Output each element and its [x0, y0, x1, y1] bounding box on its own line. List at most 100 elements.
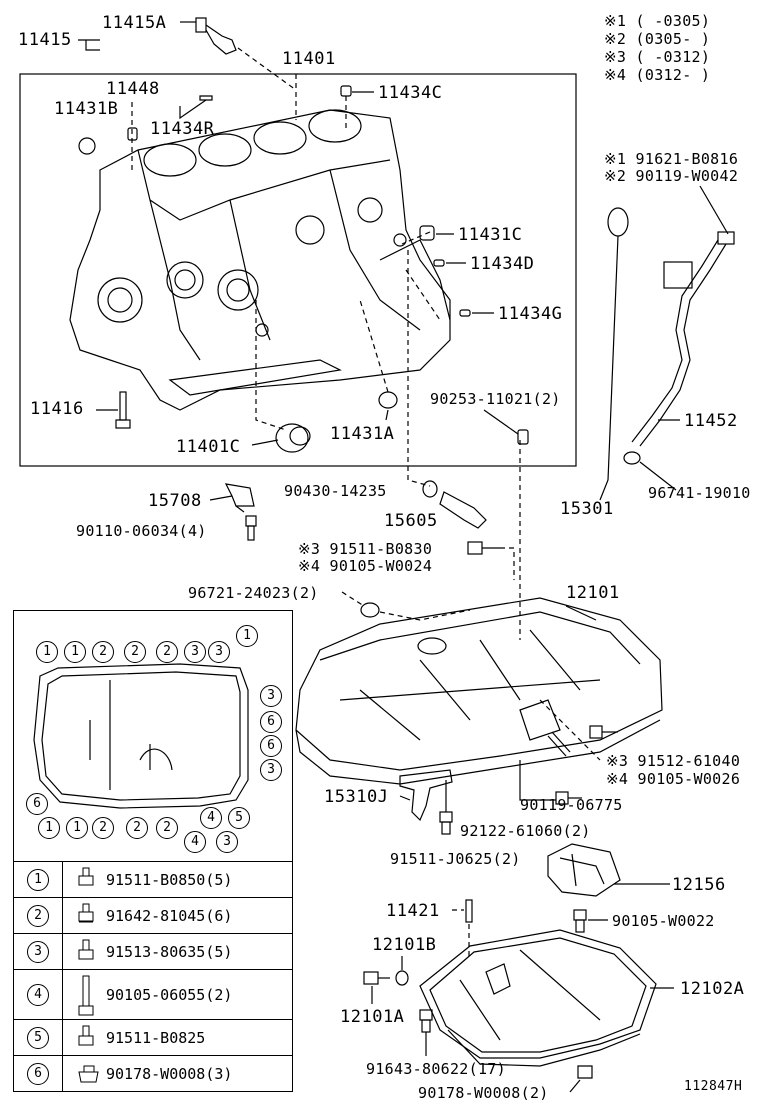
- callout-91621: ※1 91621-B0816: [604, 150, 739, 168]
- map-num: 2: [156, 817, 178, 839]
- callout-96741: 96741-19010: [648, 484, 751, 502]
- bolt-91511-B0830: [467, 541, 500, 555]
- oil-pan-lower-12102A: [419, 929, 657, 1067]
- seal-11401C: [275, 423, 311, 453]
- legend-num: 5: [27, 1027, 49, 1049]
- callout-11452: 11452: [684, 411, 738, 431]
- note-4: ※4 (0312- ): [604, 66, 710, 84]
- callout-12101: 12101: [566, 583, 620, 603]
- leader-switch: [237, 47, 297, 91]
- legend-row: 2 91642-81045(6): [14, 897, 292, 934]
- plug-11431B: [78, 137, 96, 155]
- dipstick-guide-11452: [631, 231, 735, 447]
- bolt-11416: [115, 391, 131, 429]
- map-num: 2: [156, 641, 178, 663]
- callout-11434G: 11434G: [498, 304, 563, 324]
- map-num: 1: [36, 641, 58, 663]
- legend-num: 6: [27, 1063, 49, 1085]
- callout-11415: 11415: [18, 30, 72, 50]
- callout-11415A: 11415A: [102, 13, 167, 33]
- note-1-range: ( -0305): [635, 12, 711, 30]
- bolt-91643: [419, 1009, 433, 1033]
- bolt-91511-J0625: [439, 811, 453, 835]
- bolt-icon: [78, 975, 94, 1016]
- callout-90253: 90253-11021(2): [430, 390, 561, 408]
- note-3-mark: ※3: [604, 48, 627, 66]
- map-num: 4: [184, 831, 206, 853]
- bolt-91512: [589, 725, 618, 739]
- note-1: ※1 ( -0305): [604, 12, 710, 30]
- note-2-mark: ※2: [604, 30, 627, 48]
- legend-num: 1: [27, 869, 49, 891]
- gasket-90430: [422, 480, 438, 498]
- callout-90119-W0042: ※2 90119-W0042: [604, 167, 739, 185]
- legend-part: 90105-06055(2): [106, 986, 233, 1004]
- callout-12101B: 12101B: [372, 935, 437, 955]
- bolt-90110: [245, 515, 257, 541]
- note-4-mark: ※4: [604, 66, 627, 84]
- oil-pressure-switch: [180, 17, 237, 55]
- bolt-icon: [78, 1025, 94, 1046]
- callout-11401: 11401: [282, 49, 336, 69]
- legend-row: 3 91513-80635(5): [14, 933, 292, 970]
- legend-part: 91513-80635(5): [106, 943, 233, 961]
- callout-90178-W0008: 90178-W0008(2): [418, 1084, 549, 1102]
- callout-11431B: 11431B: [54, 99, 119, 119]
- leader-bolt-pan: [500, 547, 515, 580]
- oring-96741: [623, 451, 641, 465]
- leader-11421: [452, 909, 470, 960]
- callout-11448: 11448: [106, 79, 160, 99]
- figure-id: 112847H: [684, 1079, 743, 1094]
- legend-part: 91511-B0850(5): [106, 871, 233, 889]
- callout-90105-W0022: 90105-W0022: [612, 912, 715, 930]
- legend-part: 91511-B0825: [106, 1029, 206, 1047]
- legend-part: 90178-W0008(3): [106, 1065, 233, 1083]
- map-num: 5: [228, 807, 250, 829]
- map-num: 3: [216, 831, 238, 853]
- callout-11401C: 11401C: [176, 437, 241, 457]
- map-num: 2: [92, 641, 114, 663]
- map-num: 6: [260, 711, 282, 733]
- legend-part: 91642-81045(6): [106, 907, 233, 925]
- pin-11434C: [340, 85, 352, 97]
- plug-icon: [78, 1065, 99, 1083]
- bolt-icon: [78, 867, 94, 886]
- plug-11431C: [419, 225, 435, 241]
- bolt-90119-06775: [555, 791, 582, 805]
- legend-row: 6 90178-W0008(3): [14, 1055, 292, 1092]
- legend-row: 4 90105-06055(2): [14, 969, 292, 1020]
- legend-num-cell: 6: [14, 1056, 63, 1092]
- leader-90253-line: [483, 409, 519, 435]
- leader-91621: [699, 185, 729, 235]
- note-3-range: ( -0312): [635, 48, 711, 66]
- callout-91643: 91643-80622(17): [366, 1060, 506, 1078]
- callout-15310J: 15310J: [324, 787, 389, 807]
- bolt-icon: [78, 939, 94, 960]
- gasket-12101B: [395, 970, 409, 986]
- leader-11415: [78, 39, 100, 51]
- legend-num-cell: 5: [14, 1020, 63, 1056]
- callout-15301: 15301: [560, 499, 614, 519]
- leader-dipstick-guide: [405, 269, 441, 321]
- callout-12101A: 12101A: [340, 1007, 405, 1027]
- callout-90110: 90110-06034(4): [76, 522, 207, 540]
- legend-num: 4: [27, 984, 49, 1006]
- leader-strainer: [399, 795, 411, 801]
- note-4-range: (0312- ): [635, 66, 711, 84]
- pin-11448: [127, 127, 138, 141]
- map-num: 2: [92, 817, 114, 839]
- callout-11434R: 11434R: [150, 119, 215, 139]
- map-num: 1: [38, 817, 60, 839]
- map-num: 3: [260, 685, 282, 707]
- legend-num-cell: 2: [14, 898, 63, 934]
- bolt-90105-W0022: [573, 909, 587, 933]
- pin-11434G: [459, 309, 471, 317]
- note-2-range: (0305- ): [635, 30, 711, 48]
- leader-90178: [569, 1079, 581, 1093]
- callout-11434C: 11434C: [378, 83, 443, 103]
- leader-15605: [407, 250, 431, 487]
- callout-96721: 96721-24023(2): [188, 584, 319, 602]
- plug-90178: [577, 1065, 593, 1079]
- map-num: 6: [260, 735, 282, 757]
